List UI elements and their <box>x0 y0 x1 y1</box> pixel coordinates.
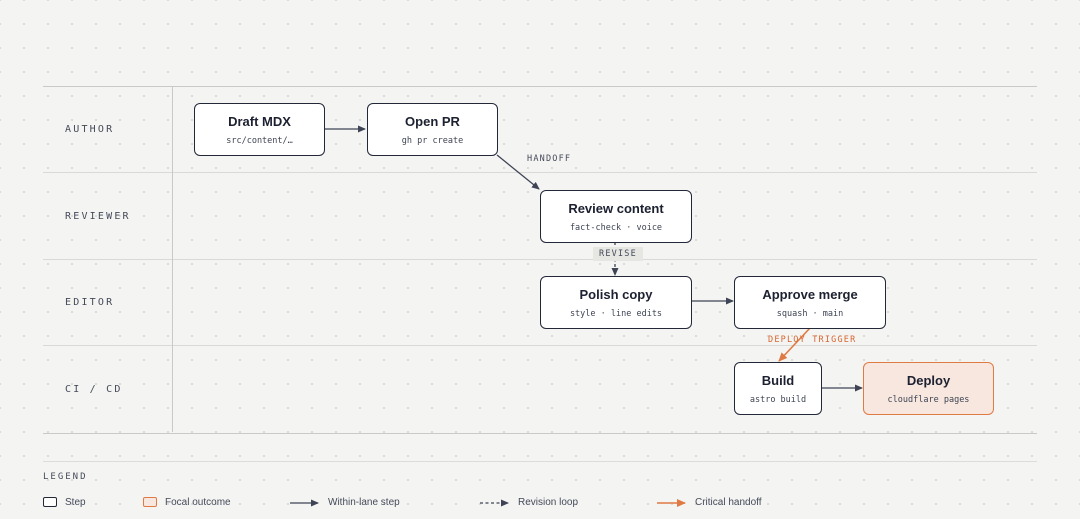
legend-within-lane: Within-lane step <box>320 494 400 510</box>
legend-revision-label: Revision loop <box>518 496 579 508</box>
node-review-content[interactable]: Review content fact-check · voice <box>540 190 692 243</box>
lane-divider <box>43 345 1037 346</box>
node-draft-mdx[interactable]: Draft MDX src/content/… <box>194 103 325 156</box>
edge-deploy-trigger <box>778 327 811 362</box>
legend-critical-label: Critical handoff <box>695 496 762 508</box>
node-title: Deploy <box>906 372 951 388</box>
node-subtitle: fact-check · voice <box>569 222 663 233</box>
node-title: Approve merge <box>762 286 858 302</box>
edge-label-handoff: HANDOFF <box>527 154 572 164</box>
node-subtitle: style · line edits <box>569 308 663 319</box>
legend-step: Step <box>43 494 86 510</box>
legend-revision: Revision loop <box>510 494 578 510</box>
lane-label-author: AUTHOR <box>65 124 115 135</box>
edge-label-revise: REVISE <box>593 247 643 261</box>
legend-focal-label: Focal outcome <box>165 496 231 508</box>
swimlane-frame <box>43 86 1037 434</box>
node-polish-copy[interactable]: Polish copy style · line edits <box>540 276 692 329</box>
node-approve-merge[interactable]: Approve merge squash · main <box>734 276 886 329</box>
node-title: Open PR <box>405 113 460 129</box>
lane-label-reviewer: REVIEWER <box>65 211 131 222</box>
lane-divider <box>43 259 1037 260</box>
node-title: Polish copy <box>579 286 653 302</box>
node-deploy[interactable]: Deploy cloudflare pages <box>863 362 994 415</box>
legend-within-lane-label: Within-lane step <box>328 496 400 508</box>
legend-step-swatch <box>43 497 57 507</box>
legend-focal-swatch <box>143 497 157 507</box>
node-title: Draft MDX <box>228 113 291 129</box>
legend-focal: Focal outcome <box>143 494 231 510</box>
node-subtitle: squash · main <box>776 308 844 319</box>
legend-step-label: Step <box>65 496 86 508</box>
edge-handoff <box>496 154 540 190</box>
legend-critical: Critical handoff <box>687 494 762 510</box>
node-title: Review content <box>568 200 664 216</box>
node-subtitle: gh pr create <box>401 135 464 146</box>
node-subtitle: src/content/… <box>226 135 293 146</box>
lane-label-editor: EDITOR <box>65 297 115 308</box>
lane-label-column-divider <box>172 86 173 432</box>
node-build[interactable]: Build astro build <box>734 362 822 415</box>
legend-title: LEGEND <box>43 472 88 482</box>
edge-label-deploy-trigger: DEPLOY TRIGGER <box>768 335 857 345</box>
lane-divider <box>43 172 1037 173</box>
node-open-pr[interactable]: Open PR gh pr create <box>367 103 498 156</box>
lane-label-ci-cd: CI / CD <box>65 384 123 395</box>
node-subtitle: cloudflare pages <box>887 394 970 405</box>
node-subtitle: astro build <box>749 394 807 405</box>
node-title: Build <box>761 372 795 388</box>
legend-divider <box>43 461 1037 462</box>
